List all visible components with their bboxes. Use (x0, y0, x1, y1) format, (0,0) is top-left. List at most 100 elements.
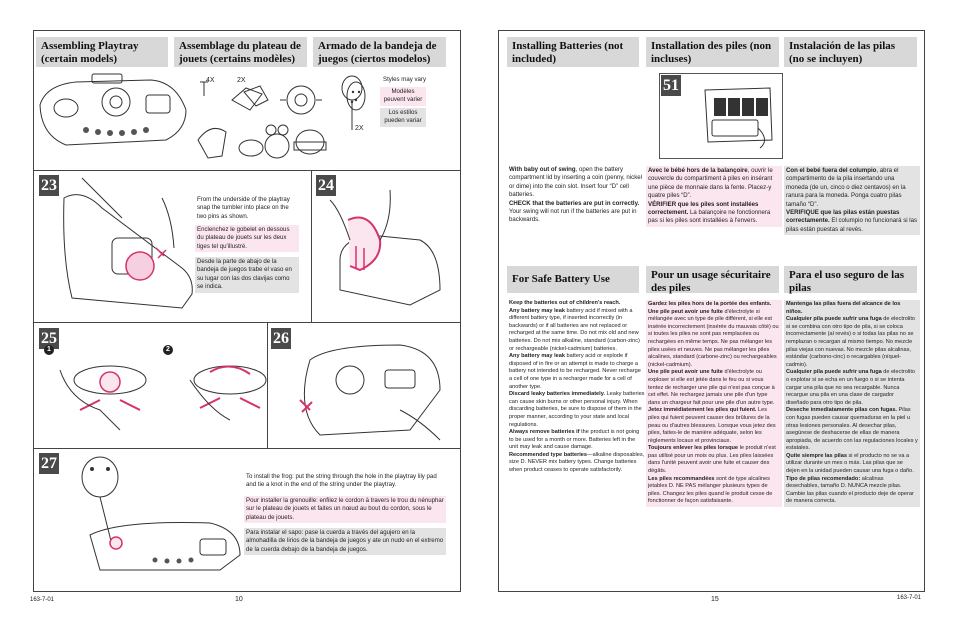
install-en-body-2: Your swing will not run if the batteries… (509, 208, 637, 224)
safety-paragraph-body: the product is not going to be used for … (509, 429, 640, 451)
safety-paragraph-body: battery acid if mixed with a different b… (509, 307, 640, 352)
styles-may-vary-fr: Modèles peuvent varier (380, 87, 426, 106)
safety-paragraph: Any battery may leak battery acid or exp… (509, 353, 645, 391)
step-25-illustration (59, 365, 267, 431)
safety-paragraph: Any battery may leak battery acid if mix… (509, 308, 645, 354)
left-page-frame (33, 30, 461, 592)
install-en-check: CHECK that the batteries are put in corr… (509, 199, 640, 207)
safety-text-es: Mantenga las pilas fuera del alcance de … (784, 300, 920, 508)
safety-paragraph-lead: Deseche inmediatamente pilas con fugas. (786, 407, 897, 414)
safety-paragraph-body: d'électrolyte si mélangée avec un type d… (648, 308, 779, 368)
safety-paragraph-body: de electrolito si se combina con otro ti… (786, 316, 916, 368)
step-25-badge: 25 (39, 328, 59, 349)
safety-paragraph: Cualquier pila puede sufrir una fuga de … (786, 316, 918, 369)
safety-paragraph-body: si el producto no se va a utilizar duran… (786, 452, 914, 475)
safety-paragraph-lead: Mantenga las pilas fuera del alcance de … (786, 301, 901, 315)
left-vertical-divider-25-26 (267, 322, 268, 448)
battery-compartment-illustration (704, 87, 773, 149)
left-footer-page-number: 10 (235, 596, 243, 603)
safety-paragraph-lead: Une pile peut avoir une fuite (648, 308, 723, 315)
install-es-check: VERIFIQUE que las pilas están puestas co… (786, 209, 900, 225)
safety-paragraph-lead: Jetez immédiatement les piles qui fuient… (648, 407, 757, 414)
step-27-text-en: To install the frog: put the string thro… (246, 473, 437, 489)
count-4x-label: 4X (206, 77, 215, 84)
right-page-frame (498, 30, 925, 592)
step-23-text-fr: Enclenchez le gobelet en dessous du plat… (195, 225, 299, 253)
step-23-illustration (63, 177, 193, 309)
safety-paragraph-lead: Quite siempre las pilas (786, 452, 847, 459)
install-en-body-1: , open the battery compartment lid by in… (509, 166, 642, 199)
safety-paragraph: Mantenga las pilas fuera del alcance de … (786, 301, 918, 316)
safety-paragraph: Jetez immédiatement les piles qui fuient… (648, 407, 780, 445)
right-footer-page-number: 15 (711, 596, 719, 603)
safety-paragraph-lead: Gardez les piles hors de la portée des e… (648, 301, 772, 307)
safety-paragraph-lead: Any battery may leak (509, 307, 565, 314)
left-divider-1 (33, 170, 460, 171)
safety-paragraph: Une pile peut avoir une fuite d'électrol… (648, 309, 780, 370)
safety-paragraph: Quite siempre las pilas si el producto n… (786, 453, 918, 476)
count-2x-label: 2X (237, 77, 246, 84)
safety-paragraph: Tipo de pilas recomendado: alcalinas des… (786, 476, 918, 506)
header-installing-batteries-en: Installing Batteries (not included) (507, 37, 639, 67)
install-fr-body-2: La balançoire ne fonctionnera pas si les… (648, 209, 771, 225)
safety-paragraph-body: de electrolito o explotar si se echa en … (786, 369, 916, 406)
styles-may-vary-es: Los estilos pueden variar (380, 108, 426, 127)
safety-paragraph-body: le produit n'est pas utilisé pour un moi… (648, 445, 776, 475)
styles-may-vary-en: Styles may vary (383, 76, 427, 83)
safety-paragraph-body: battery acid or explode if disposed of i… (509, 353, 641, 390)
safety-paragraph-lead: Toujours enlever les piles lorsque (648, 445, 739, 452)
safety-paragraph-body: Pilas con fugas pueden causar quemaduras… (786, 407, 918, 452)
install-text-en: With baby out of swing, open the battery… (509, 166, 645, 225)
install-es-lead: Con el bebé fuera del columpio (786, 167, 877, 174)
step-27-text-fr: Pour installer la grenouille: enfilez le… (244, 496, 446, 524)
safety-text-en: Keep the batteries out of children's rea… (509, 300, 645, 475)
count-2x-label-bottom: 2X (355, 125, 364, 132)
step-24-illustration (329, 189, 441, 306)
step-27-illustration (81, 456, 241, 571)
install-text-fr: Avec le bébé hors de la balançoire, ouvr… (646, 166, 782, 227)
safety-paragraph-body: Les piles qui fuient peuvent causer des … (648, 407, 776, 444)
install-en-lead: With baby out of swing (509, 166, 576, 173)
sub-step-2-badge: 2 (163, 345, 173, 355)
install-fr-check: VÉRIFIER que les piles sont installées c… (648, 200, 759, 217)
safety-paragraph-lead: Cualquier pila puede sufrir una fuga (786, 316, 882, 323)
step-26-illustration (299, 344, 441, 441)
header-safe-battery-use-en: For Safe Battery Use (507, 266, 639, 293)
safety-paragraph-lead: Les piles recommandées (648, 475, 715, 482)
install-text-es: Con el bebé fuera del columpio, abra el … (784, 166, 920, 236)
header-assembling-playtray-fr: Assemblage du plateau de jouets (certain… (174, 37, 307, 67)
safety-paragraph: Cualquier pila puede sufrir una fuga de … (786, 369, 918, 407)
right-footer-code: 163-7-01 (897, 595, 922, 601)
frog-ornament-icon (346, 81, 366, 111)
step-23-badge: 23 (39, 175, 59, 196)
safety-text-fr: Gardez les piles hors de la portée des e… (646, 300, 782, 508)
safety-paragraph-body: —alkaline disposables, size D. NEVER mix… (509, 451, 645, 474)
header-assembling-playtray-en: Assembling Playtray (certain models) (36, 37, 168, 67)
install-fr-body-1: , ouvrir le couvercle du compartiment à … (648, 167, 773, 200)
safety-paragraph-lead: Recommended type batteries (509, 451, 588, 458)
safety-paragraph: Discard leaky batteries immediately. Lea… (509, 391, 645, 429)
safety-paragraph: Recommended type batteries—alkaline disp… (509, 452, 645, 475)
step-26-badge: 26 (271, 328, 291, 349)
safety-paragraph-body: sont de type alcalines jetables D. NE PA… (648, 475, 773, 505)
left-footer-code: 163-7-01 (30, 597, 55, 603)
safety-paragraph-lead: Cualquier pila puede sufrir una fuga (786, 369, 882, 376)
safety-paragraph: Keep the batteries out of children's rea… (509, 300, 645, 308)
step-24-badge: 24 (316, 175, 336, 196)
sub-step-1-badge: 1 (44, 345, 54, 355)
step-27-text-es: Para instalar el sapo: pase la cuerda a … (244, 528, 446, 556)
safety-paragraph-lead: Keep the batteries out of children's rea… (509, 300, 621, 306)
safety-paragraph-body: d'électrolyte ou exploser si elle est je… (648, 369, 775, 406)
install-es-body-1: , abra el compartimento de la pila inser… (786, 167, 906, 208)
step-23-text-en: From the underside of the playtray snap … (197, 196, 290, 220)
safety-paragraph: Les piles recommandées sont de type alca… (648, 476, 780, 506)
safety-paragraph-lead: Discard leaky batteries immediately. (509, 391, 605, 398)
safety-paragraph: Deseche inmediatamente pilas con fugas. … (786, 407, 918, 453)
step-27-badge: 27 (39, 453, 59, 474)
step-23-text-es: Desde la parte de abajo de la bandeja de… (195, 257, 299, 293)
install-es-body-2: El columpio no funcionará si las pilas e… (786, 217, 918, 233)
left-divider-2 (33, 322, 460, 323)
header-safe-battery-use-fr: Pour un usage sécuritaire des piles (646, 266, 779, 294)
safety-paragraph: Toujours enlever les piles lorsque le pr… (648, 445, 780, 475)
safety-paragraph-lead: Tipo de pilas recomendado: (786, 475, 861, 482)
